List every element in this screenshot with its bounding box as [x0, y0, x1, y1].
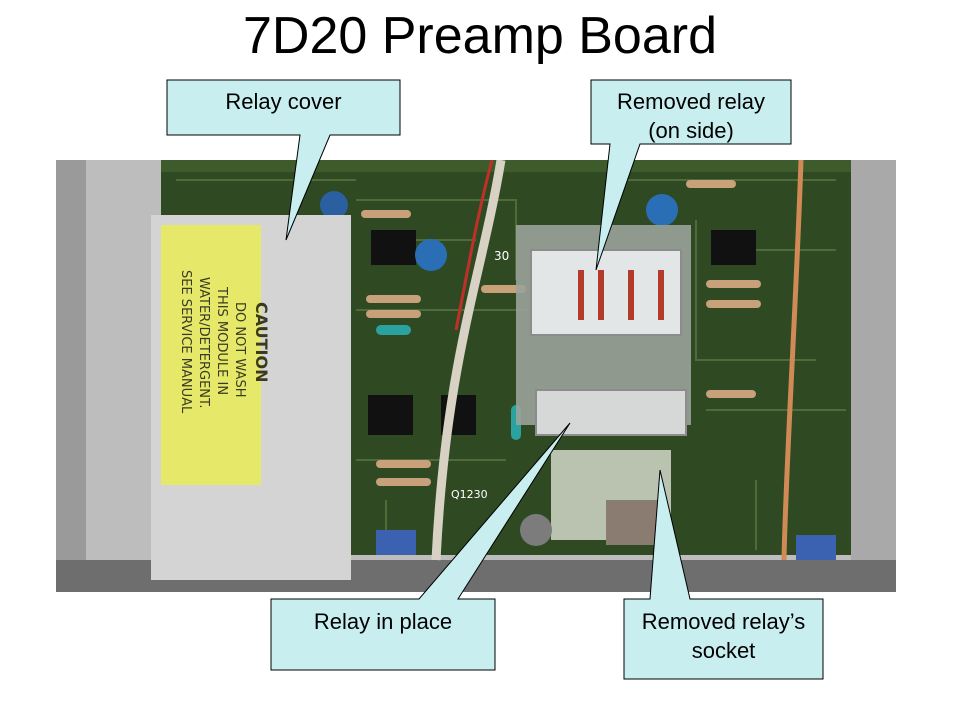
- relay-in-place-body: [535, 389, 687, 436]
- caution-text: CAUTION DO NOT WASH THIS MODULE IN WATER…: [178, 270, 271, 414]
- callout-relay-socket-line1: Removed relay’s: [641, 609, 806, 634]
- trimmer-left: [376, 530, 416, 555]
- callout-removed-relay-line2: (on side): [648, 118, 734, 143]
- caution-line-4: SEE SERVICE MANUAL: [178, 270, 193, 414]
- teal-resistor: [376, 325, 411, 335]
- callout-relay-cover: Relay cover: [167, 82, 400, 116]
- callout-relay-socket-line2: socket: [691, 638, 756, 663]
- callout-relay-cover-text: Relay cover: [225, 89, 342, 114]
- screw: [520, 514, 552, 546]
- trimmer-right: [796, 535, 836, 560]
- socket-component: [606, 500, 661, 545]
- preamp-board-photo: CAUTION DO NOT WASH THIS MODULE IN WATER…: [56, 160, 896, 592]
- ic-chip-upper-left: [371, 230, 416, 265]
- callout-relay-in-place: Relay in place: [271, 602, 495, 636]
- board-marking-30: 30: [494, 249, 509, 263]
- caution-line-2: THIS MODULE IN: [214, 286, 229, 395]
- caution-heading: CAUTION: [252, 302, 271, 382]
- slide-title: 7D20 Preamp Board: [242, 7, 718, 65]
- capacitor-3: [646, 194, 678, 226]
- caution-line-1: DO NOT WASH: [232, 302, 247, 397]
- ic-chip-upper-right: [711, 230, 756, 265]
- caution-line-3: WATER/DETERGENT.: [196, 277, 211, 409]
- callout-removed-relay-line1: Removed relay: [617, 89, 765, 114]
- caution-label: [161, 225, 261, 485]
- callout-relay-socket: Removed relay’s socket: [624, 602, 823, 665]
- chassis-left-rail: [56, 160, 86, 592]
- red-wire: [454, 160, 494, 331]
- ic-chip-lower-left: [368, 395, 413, 435]
- capacitor-1: [320, 191, 348, 219]
- board-marking-q1230: Q1230: [451, 488, 488, 501]
- chassis-right-rail: [851, 160, 896, 592]
- callout-relay-in-place-text: Relay in place: [313, 609, 453, 634]
- relay-coils: [578, 270, 664, 320]
- capacitor-2: [415, 239, 447, 271]
- callout-removed-relay: Removed relay (on side): [591, 82, 791, 145]
